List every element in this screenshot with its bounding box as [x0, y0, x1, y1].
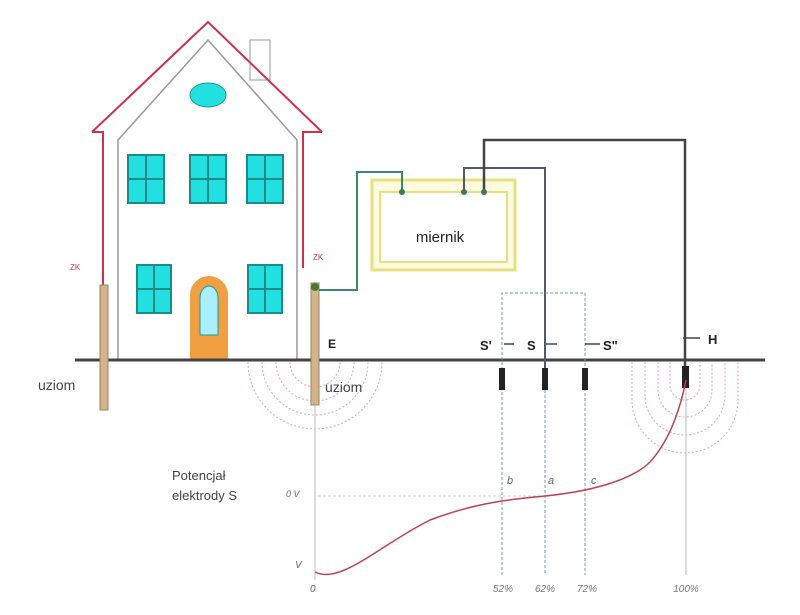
probe-s: [542, 368, 548, 390]
probe-s-label: S: [527, 338, 536, 353]
right-down-wire: [302, 131, 322, 268]
pct-h-label: 100%: [673, 584, 699, 595]
potential-label-line1: Potencjał: [172, 468, 226, 483]
point-b-label: b: [507, 475, 513, 487]
potential-curve: [314, 379, 687, 576]
point-a-label: a: [548, 475, 554, 487]
pct-s1-label: 52%: [493, 584, 513, 595]
roof-lightning-wire: [91, 20, 323, 133]
point-c-label: c: [591, 475, 597, 487]
wire-s: [463, 167, 546, 375]
axis-uv-label: 0 V: [286, 489, 301, 499]
wire-e: [319, 171, 403, 291]
door-window: [199, 285, 219, 336]
left-earth-rod: [99, 284, 109, 411]
probe-s1: [499, 368, 505, 390]
left-down-wire: [92, 131, 104, 290]
house: [91, 20, 323, 361]
probe-markers: [504, 337, 700, 345]
potential-label-line2: elektrody S: [172, 488, 237, 503]
probe-s2: [582, 368, 588, 390]
uziom-right-label: uziom: [325, 379, 362, 395]
pct-s-label: 62%: [535, 584, 555, 595]
earth-electrode-e: [310, 282, 320, 406]
oval-window: [189, 82, 227, 108]
meter-inner: [379, 191, 508, 263]
probe-s1-label: S': [480, 338, 492, 353]
uziom-left-label: uziom: [38, 377, 75, 393]
windows: [127, 154, 284, 314]
e-terminal: [311, 283, 319, 291]
equipotential-arcs-h: [631, 362, 739, 454]
probes: [499, 366, 689, 390]
electrode-e-label: E: [328, 337, 336, 351]
axis-zero-label: 0: [310, 584, 316, 595]
probe-h: [682, 366, 689, 388]
meter-terminals: [399, 189, 487, 195]
wire-h: [482, 138, 687, 375]
zk-right-label: ZK: [313, 253, 324, 262]
zk-left-label: ZK: [70, 263, 81, 272]
axis-v-label: V: [295, 560, 303, 571]
chimney: [249, 39, 271, 81]
probe-h-label: H: [708, 332, 717, 347]
meter-label: miernik: [416, 229, 465, 246]
probe-dashed-lines: [501, 292, 586, 575]
pct-s2-label: 72%: [577, 584, 597, 595]
probe-s2-label: S": [603, 338, 618, 353]
